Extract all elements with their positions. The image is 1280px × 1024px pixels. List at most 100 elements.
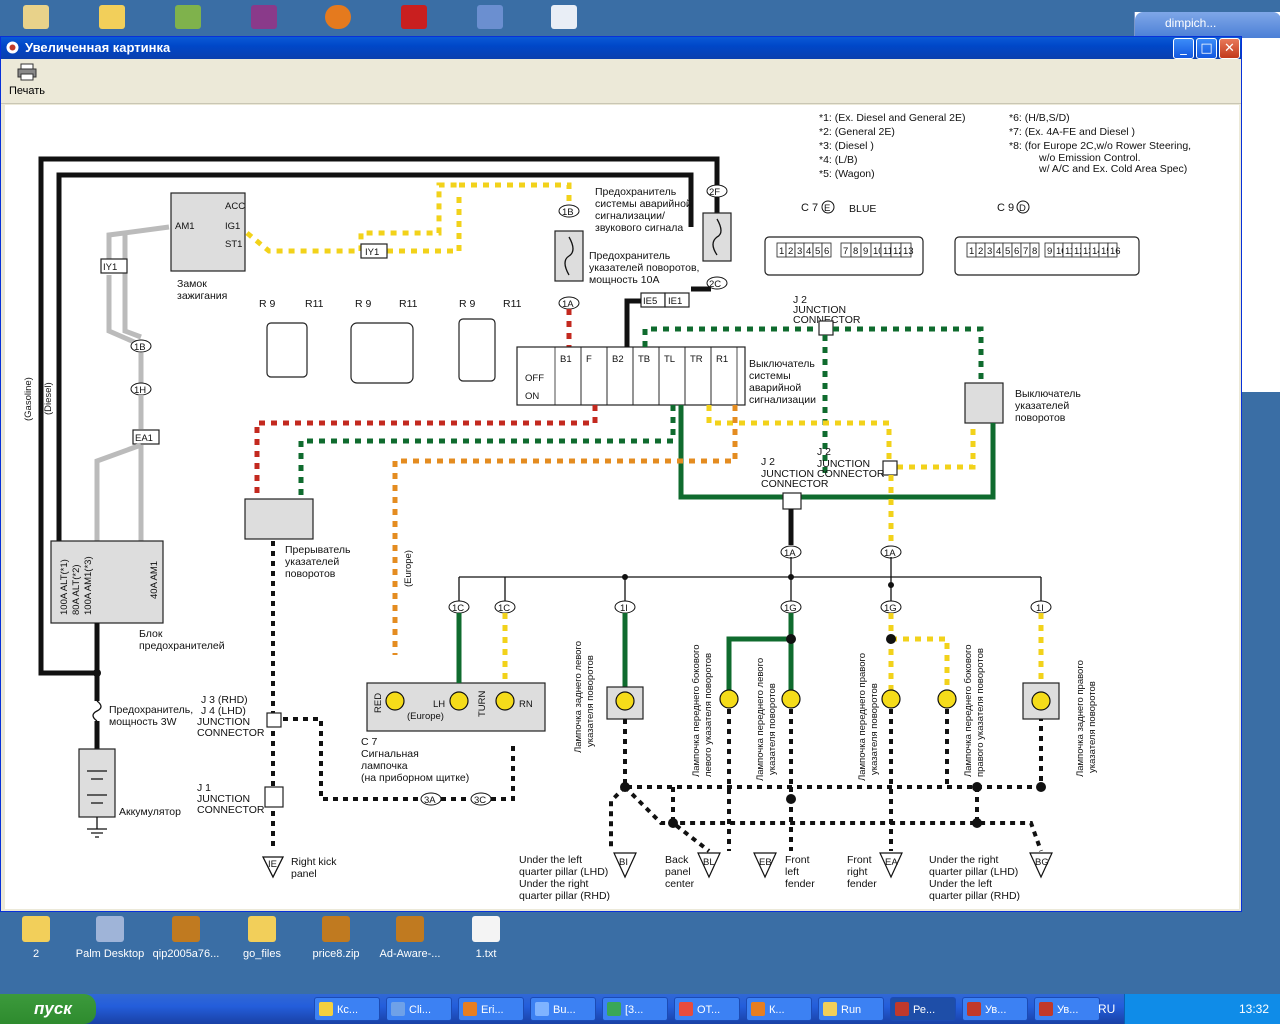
junction-dot <box>620 782 630 792</box>
print-button[interactable]: Печать <box>5 63 49 101</box>
taskbar-app-icon <box>1039 1002 1053 1016</box>
print-label: Печать <box>8 85 46 97</box>
connector-label: 1B <box>562 207 574 218</box>
desktop-icon[interactable]: 1.txt <box>446 916 526 960</box>
minimize-button[interactable]: _ <box>1173 38 1194 59</box>
document-icon[interactable] <box>548 2 580 32</box>
battery <box>78 748 116 818</box>
connector-pin-label: 5 <box>815 246 820 257</box>
image-viewer-window: Увеличенная картинка _ □ ✕ Печать .blk{s… <box>0 36 1242 912</box>
r9c-connector <box>458 318 496 382</box>
ground-EA-label: Front <box>847 854 872 866</box>
wire-yellow <box>502 613 1044 687</box>
winrar-icon[interactable] <box>248 2 280 32</box>
taskbar-button[interactable]: Run <box>818 997 884 1021</box>
r9b-label: R 9 <box>355 298 372 310</box>
network-icon[interactable] <box>172 2 204 32</box>
j2-connector-mid <box>882 460 898 476</box>
fuse-hazard-label: сигнализации/ <box>595 210 665 222</box>
junction-dot <box>622 574 628 580</box>
wire-ground-dashed <box>283 717 515 801</box>
desktop-icon[interactable]: 2 <box>0 916 76 960</box>
ground-IE-symbol <box>261 856 285 879</box>
ground-IE-id: IE <box>268 859 277 870</box>
taskbar-button[interactable]: К... <box>746 997 812 1021</box>
j3-connector <box>266 712 282 728</box>
connector-label: 1I <box>1036 603 1044 614</box>
ground-BL-label: panel <box>665 866 691 878</box>
taskbar-button[interactable]: Bu... <box>530 997 596 1021</box>
rear-left-label: указателя поворотов <box>585 655 596 747</box>
junction-dot <box>888 582 894 588</box>
wire-green <box>642 326 984 381</box>
front-side-left-lamp <box>719 689 739 709</box>
fuse-turn-label: Предохранитель <box>589 250 671 262</box>
wire-red <box>254 405 598 499</box>
connector-pin-label: 11 <box>1065 246 1075 257</box>
app-icon <box>6 41 19 54</box>
wire-yellow <box>387 197 462 254</box>
fuse-turn-label: указателей поворотов, <box>589 262 699 274</box>
connector-pin-label: 8 <box>1032 246 1037 257</box>
computer-icon[interactable] <box>474 2 506 32</box>
taskbar-button[interactable]: Ув... <box>1034 997 1100 1021</box>
connector-pin <box>821 242 832 258</box>
taskbar-button[interactable]: Cli... <box>386 997 452 1021</box>
pdf-icon[interactable] <box>398 2 430 32</box>
flasher <box>244 498 314 540</box>
j3-label: CONNECTOR <box>197 727 265 739</box>
junction-dot <box>668 818 678 828</box>
desktop-icon[interactable]: qip2005a76... <box>146 916 226 960</box>
ground-BG-label: quarter pillar (LHD) <box>929 866 1018 878</box>
flasher-label: Прерыватель <box>285 544 351 556</box>
connector-label: 1B <box>134 342 146 353</box>
firefox-icon[interactable] <box>322 2 354 32</box>
taskbar-button[interactable]: Ре... <box>890 997 956 1021</box>
connector-pin-label: 6 <box>1014 246 1019 257</box>
connector-pin-label: 16 <box>1110 246 1121 257</box>
taskbar-button-label: Ре... <box>913 1004 936 1016</box>
ground-symbol <box>697 852 721 879</box>
taskbar-app-icon <box>679 1002 693 1016</box>
taskbar-button[interactable]: Eri... <box>458 997 524 1021</box>
lamp-red <box>385 691 405 711</box>
taskbar-button[interactable]: Кс... <box>314 997 380 1021</box>
close-button[interactable]: ✕ <box>1219 38 1240 59</box>
taskbar-button-label: Run <box>841 1004 862 1016</box>
desktop-icon[interactable]: go_files <box>222 916 302 960</box>
front-side-left-label: Лампочка переднего бокового <box>691 644 702 777</box>
j2-label: JUNCTION <box>793 304 846 316</box>
connector-pin-label: 1 <box>969 246 974 257</box>
mail-icon[interactable] <box>20 2 52 32</box>
desktop-icon[interactable]: Ad-Aware-... <box>370 916 450 960</box>
connector-label: 1C <box>498 603 510 614</box>
wire-green-black <box>678 405 996 500</box>
start-button[interactable]: пуск <box>0 994 96 1024</box>
notes-left: *1: (Ex. Diesel and General 2E) *2: (Gen… <box>819 112 966 180</box>
language-indicator[interactable]: RU <box>1098 1002 1116 1016</box>
junction-dot <box>93 669 101 677</box>
fuse-symbol <box>564 236 574 276</box>
taskbar-button[interactable]: Ув... <box>962 997 1028 1021</box>
ground-IE-label: Right kick <box>291 856 337 868</box>
note-line: *5: (Wagon) <box>819 168 875 180</box>
desktop-icon[interactable]: price8.zip <box>296 916 376 960</box>
title-bar[interactable]: Увеличенная картинка _ □ ✕ <box>1 37 1241 59</box>
connector-label: IY1 <box>103 262 117 273</box>
fuse-block <box>50 540 164 624</box>
maximize-button[interactable]: □ <box>1196 38 1217 59</box>
hazard-row-off: OFF <box>525 373 544 384</box>
desktop-icon[interactable]: Palm Desktop <box>70 916 150 960</box>
wire-yellow <box>459 182 572 205</box>
ground-BI-label: Under the left <box>519 854 582 866</box>
note-line: w/o Emission Control. <box>1038 152 1141 164</box>
folder-icon[interactable] <box>96 2 128 32</box>
taskbar-button[interactable]: ОТ... <box>674 997 740 1021</box>
taskbar-button[interactable]: [3... <box>602 997 668 1021</box>
connector-pin <box>1029 242 1040 258</box>
hazard-switch-column: TL <box>664 354 675 365</box>
connector-pin-label: 8 <box>853 246 858 257</box>
connector-pin-label: 14 <box>1092 246 1103 257</box>
clock[interactable]: 13:32 <box>1238 1002 1269 1016</box>
